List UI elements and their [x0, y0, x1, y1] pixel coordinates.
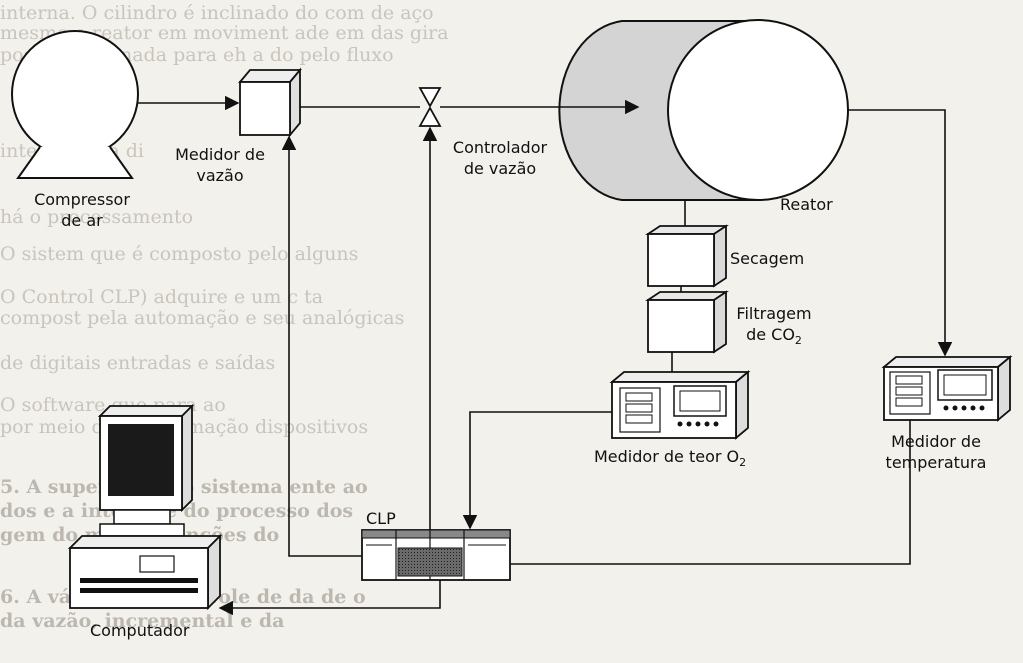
background-text-line: interna. O cilindro é inclinado do com d… — [0, 2, 434, 24]
label-co2-filter: Filtragem de CO2 — [722, 303, 826, 351]
label-co2-filter-line2: de CO — [746, 325, 795, 344]
flow-meter — [238, 67, 302, 138]
drying-unit — [645, 224, 729, 288]
background-text-line: da vazão, incremental e da — [0, 610, 285, 632]
label-o2-meter-text: Medidor de teor O — [594, 447, 740, 466]
label-co2-subscript: 2 — [794, 334, 802, 347]
connection-lines — [138, 95, 953, 616]
background-text-line: compost pela automação e seu analógicas — [0, 307, 405, 329]
label-co2-filter-line1: Filtragem — [736, 304, 812, 323]
line-reactor-temperature — [848, 109, 953, 357]
compressor-body — [11, 30, 139, 158]
computer — [67, 403, 223, 611]
label-drying: Secagem — [730, 249, 805, 268]
computer-screen — [108, 424, 174, 496]
line-o2-clp — [462, 411, 612, 530]
background-text-line: O sistem que é composto pelo alguns — [0, 243, 359, 265]
co2-filter — [645, 290, 729, 354]
compressor — [11, 30, 139, 179]
background-text-line: O Control CLP) adquire e um c ta — [0, 286, 324, 308]
background-text-line: de digitais entradas e saídas — [0, 352, 276, 374]
temperature-meter — [881, 355, 1013, 422]
flow-control-valve — [418, 87, 442, 127]
label-clp: CLP — [366, 509, 396, 528]
background-text-line: mesmo o reator em moviment ade em das gi… — [0, 22, 449, 44]
reactor — [558, 19, 849, 201]
background-text-line: dos e a interface do processo dos — [0, 500, 354, 522]
compressor-base — [16, 146, 134, 179]
line-clp-flowmeter — [281, 135, 362, 557]
clp-controller — [361, 529, 511, 581]
label-reactor: Reator — [780, 195, 833, 214]
label-o2-subscript: 2 — [739, 456, 747, 469]
label-o2-meter: Medidor de teor O2 — [594, 446, 746, 473]
line-clp-computer — [218, 580, 441, 616]
reactor-front — [667, 19, 849, 201]
line-temperature-clp — [510, 420, 911, 565]
label-computer: Computador — [90, 621, 190, 640]
o2-meter — [609, 370, 751, 440]
background-text-line: há o processamento — [0, 206, 194, 228]
